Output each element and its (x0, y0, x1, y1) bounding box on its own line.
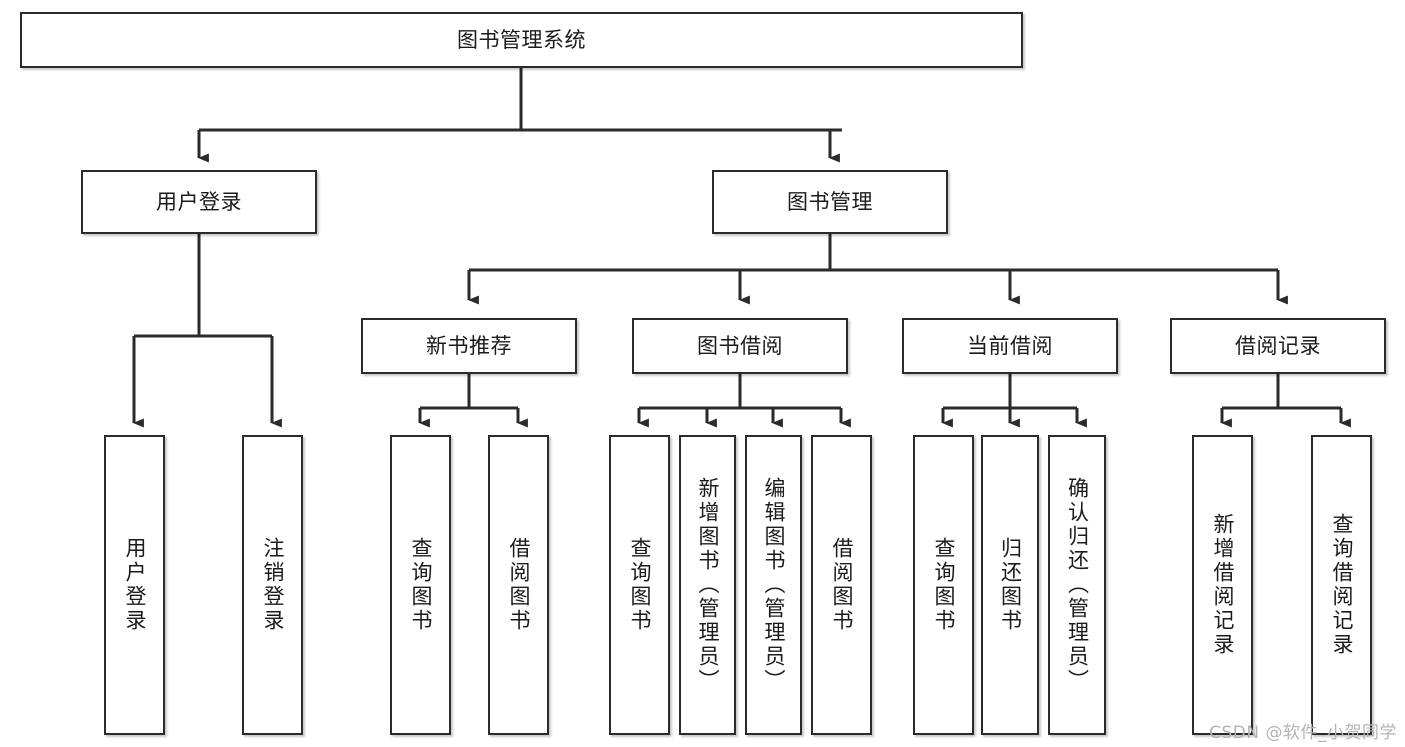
node-leaf-add-record[interactable]: 新增借阅记录 (1192, 435, 1253, 735)
node-leaf-edit-book-label: 编辑图书（管理员） (762, 477, 787, 693)
node-book-manage[interactable]: 图书管理 (712, 170, 948, 234)
node-leaf-borrow-book-label: 借阅图书 (830, 537, 855, 633)
node-new-book-rec-label: 新书推荐 (426, 333, 512, 358)
node-root-label: 图书管理系统 (457, 27, 586, 52)
node-leaf-logout[interactable]: 注销登录 (242, 435, 303, 735)
node-root[interactable]: 图书管理系统 (20, 12, 1023, 68)
node-leaf-return-book-label: 归还图书 (998, 537, 1023, 633)
node-current-borrow[interactable]: 当前借阅 (902, 318, 1118, 374)
node-book-borrow-label: 图书借阅 (697, 333, 783, 358)
node-new-book-rec[interactable]: 新书推荐 (361, 318, 577, 374)
node-current-borrow-label: 当前借阅 (967, 333, 1053, 358)
node-leaf-query-book-borrow-label: 查询图书 (628, 537, 653, 633)
node-user-login-label: 用户登录 (156, 189, 242, 214)
node-leaf-borrow-book-rec[interactable]: 借阅图书 (488, 435, 549, 735)
node-leaf-borrow-book[interactable]: 借阅图书 (811, 435, 872, 735)
node-leaf-query-book-borrow[interactable]: 查询图书 (609, 435, 670, 735)
node-leaf-logout-label: 注销登录 (261, 537, 286, 633)
node-leaf-user-login[interactable]: 用户登录 (104, 435, 165, 735)
node-leaf-add-book[interactable]: 新增图书（管理员） (679, 435, 736, 735)
node-leaf-query-book-cur[interactable]: 查询图书 (913, 435, 974, 735)
node-leaf-query-book-rec-label: 查询图书 (409, 537, 434, 633)
node-leaf-return-book[interactable]: 归还图书 (981, 435, 1039, 735)
node-borrow-record[interactable]: 借阅记录 (1170, 318, 1386, 374)
node-book-borrow[interactable]: 图书借阅 (632, 318, 848, 374)
node-leaf-borrow-book-rec-label: 借阅图书 (507, 537, 532, 633)
node-leaf-confirm-return[interactable]: 确认归还（管理员） (1048, 435, 1106, 735)
node-leaf-add-book-label: 新增图书（管理员） (696, 477, 721, 693)
node-borrow-record-label: 借阅记录 (1235, 333, 1321, 358)
node-leaf-query-record-label: 查询借阅记录 (1330, 513, 1355, 657)
node-leaf-query-record[interactable]: 查询借阅记录 (1311, 435, 1372, 735)
node-leaf-user-login-label: 用户登录 (123, 537, 148, 633)
node-user-login[interactable]: 用户登录 (81, 170, 317, 234)
node-leaf-confirm-return-label: 确认归还（管理员） (1065, 477, 1090, 693)
node-leaf-add-record-label: 新增借阅记录 (1211, 513, 1236, 657)
node-leaf-query-book-rec[interactable]: 查询图书 (390, 435, 451, 735)
node-leaf-edit-book[interactable]: 编辑图书（管理员） (745, 435, 802, 735)
node-book-manage-label: 图书管理 (787, 189, 873, 214)
node-leaf-query-book-cur-label: 查询图书 (932, 537, 957, 633)
csdn-watermark: CSDN @软件_小贺同学 (1209, 723, 1397, 743)
